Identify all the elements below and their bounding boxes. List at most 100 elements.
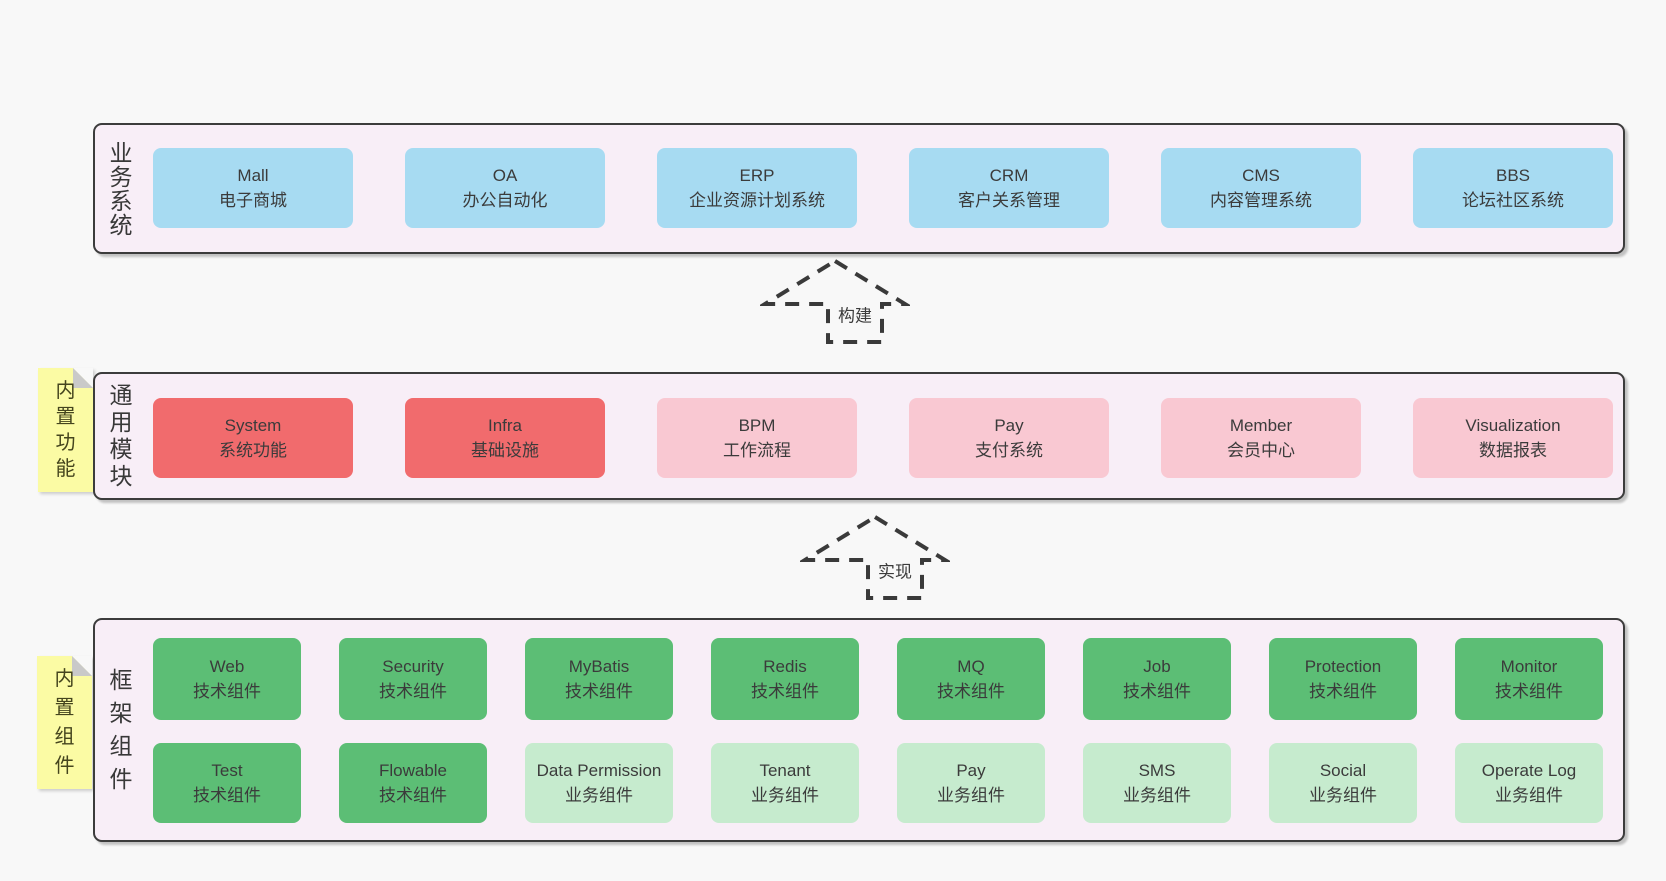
folded-corner-icon (72, 656, 92, 676)
box-redis: Redis 技术组件 (711, 638, 859, 720)
sticky-note-builtin-components: 内置组件 (37, 656, 92, 789)
box-job: Job 技术组件 (1083, 638, 1231, 720)
box-pay: Pay 支付系统 (909, 398, 1109, 478)
box-title-zh: 业务组件 (1123, 786, 1191, 805)
box-title-en: BPM (738, 416, 776, 435)
box-title-zh: 技术组件 (565, 682, 633, 701)
box-title-zh: 业务组件 (1495, 786, 1563, 805)
box-title-en: Test (211, 761, 243, 780)
box-title-zh: 数据报表 (1479, 441, 1547, 460)
box-title-zh: 电子商城 (219, 191, 287, 210)
box-title-en: System (224, 416, 282, 435)
box-title-zh: 技术组件 (193, 786, 261, 805)
box-title-zh: 技术组件 (379, 682, 447, 701)
box-oa: OA 办公自动化 (405, 148, 605, 228)
box-title-en: Pay (994, 416, 1024, 435)
box-title-en: SMS (1138, 761, 1176, 780)
dashed-up-arrow-icon (800, 514, 950, 600)
box-title-zh: 技术组件 (379, 786, 447, 805)
box-test: Test 技术组件 (153, 743, 301, 823)
box-monitor: Monitor 技术组件 (1455, 638, 1603, 720)
box-title-zh: 技术组件 (1495, 682, 1563, 701)
box-bbs: BBS 论坛社区系统 (1413, 148, 1613, 228)
sticky-label: 内置组件 (54, 667, 75, 777)
box-pay: Pay 业务组件 (897, 743, 1045, 823)
section-common-modules: 通用模块 System 系统功能 Infra 基础设施 BPM 工作流程 Pay 支付系统 Me… (93, 372, 1625, 500)
box-title-en: Pay (956, 761, 986, 780)
box-title-zh: 工作流程 (723, 441, 791, 460)
section-label-modules: 通用模块 (109, 382, 133, 489)
folded-corner-icon (73, 368, 93, 388)
sticky-label: 内置功能 (55, 380, 76, 480)
box-title-zh: 论坛社区系统 (1462, 191, 1564, 210)
box-visualization: Visualization 数据报表 (1413, 398, 1613, 478)
box-title-en: OA (492, 166, 518, 185)
box-title-zh: 客户关系管理 (958, 191, 1060, 210)
modules-row: System 系统功能 Infra 基础设施 BPM 工作流程 Pay 支付系统 Member 会… (153, 398, 1613, 478)
box-title-en: BBS (1495, 166, 1531, 185)
box-bpm: BPM 工作流程 (657, 398, 857, 478)
box-title-en: Operate Log (1481, 761, 1577, 780)
box-member: Member 会员中心 (1161, 398, 1361, 478)
box-title-zh: 支付系统 (975, 441, 1043, 460)
box-tenant: Tenant 业务组件 (711, 743, 859, 823)
box-title-en: Protection (1304, 657, 1382, 676)
box-title-zh: 系统功能 (219, 441, 287, 460)
box-title-en: CMS (1242, 166, 1280, 185)
box-title-zh: 业务组件 (565, 786, 633, 805)
box-infra: Infra 基础设施 (405, 398, 605, 478)
box-flowable: Flowable 技术组件 (339, 743, 487, 823)
box-mall: Mall 电子商城 (153, 148, 353, 228)
box-title-en: ERP (739, 166, 775, 185)
box-title-zh: 业务组件 (937, 786, 1005, 805)
box-title-zh: 业务组件 (751, 786, 819, 805)
box-title-en: Web (209, 657, 245, 676)
arrow-label-build: 构建 (834, 298, 876, 330)
box-title-en: Infra (487, 416, 523, 435)
box-title-en: Monitor (1500, 657, 1558, 676)
box-title-zh: 技术组件 (1123, 682, 1191, 701)
dashed-up-arrow-icon (760, 258, 910, 344)
box-title-zh: 技术组件 (751, 682, 819, 701)
box-title-zh: 基础设施 (471, 441, 539, 460)
box-title-en: Data Permission (536, 761, 662, 780)
box-title-zh: 技术组件 (193, 682, 261, 701)
box-title-en: Job (1143, 657, 1171, 676)
box-title-en: Flowable (378, 761, 448, 780)
box-title-en: Mall (237, 166, 269, 185)
box-title-en: Tenant (759, 761, 811, 780)
box-title-zh: 会员中心 (1227, 441, 1295, 460)
arrow-up-implement: 实现 (800, 512, 950, 602)
sticky-note-builtin-features: 内置功能 (38, 368, 93, 492)
arrow-label-implement: 实现 (874, 554, 916, 586)
box-system: System 系统功能 (153, 398, 353, 478)
box-title-zh: 办公自动化 (462, 191, 548, 210)
box-title-zh: 业务组件 (1309, 786, 1377, 805)
box-title-zh: 技术组件 (937, 682, 1005, 701)
section-label-business: 业务系统 (109, 139, 133, 238)
box-web: Web 技术组件 (153, 638, 301, 720)
box-erp: ERP 企业资源计划系统 (657, 148, 857, 228)
box-cms: CMS 内容管理系统 (1161, 148, 1361, 228)
box-operate-log: Operate Log 业务组件 (1455, 743, 1603, 823)
box-title-en: Visualization (1465, 416, 1561, 435)
box-sms: SMS 业务组件 (1083, 743, 1231, 823)
section-label-components: 框架组件 (109, 667, 133, 792)
box-title-en: MyBatis (568, 657, 630, 676)
box-title-zh: 企业资源计划系统 (689, 191, 825, 210)
box-title-en: Member (1229, 416, 1293, 435)
box-title-en: Redis (763, 657, 807, 676)
box-mq: MQ 技术组件 (897, 638, 1045, 720)
box-data-permission: Data Permission 业务组件 (525, 743, 673, 823)
box-title-zh: 内容管理系统 (1210, 191, 1312, 210)
box-title-en: MQ (957, 657, 985, 676)
